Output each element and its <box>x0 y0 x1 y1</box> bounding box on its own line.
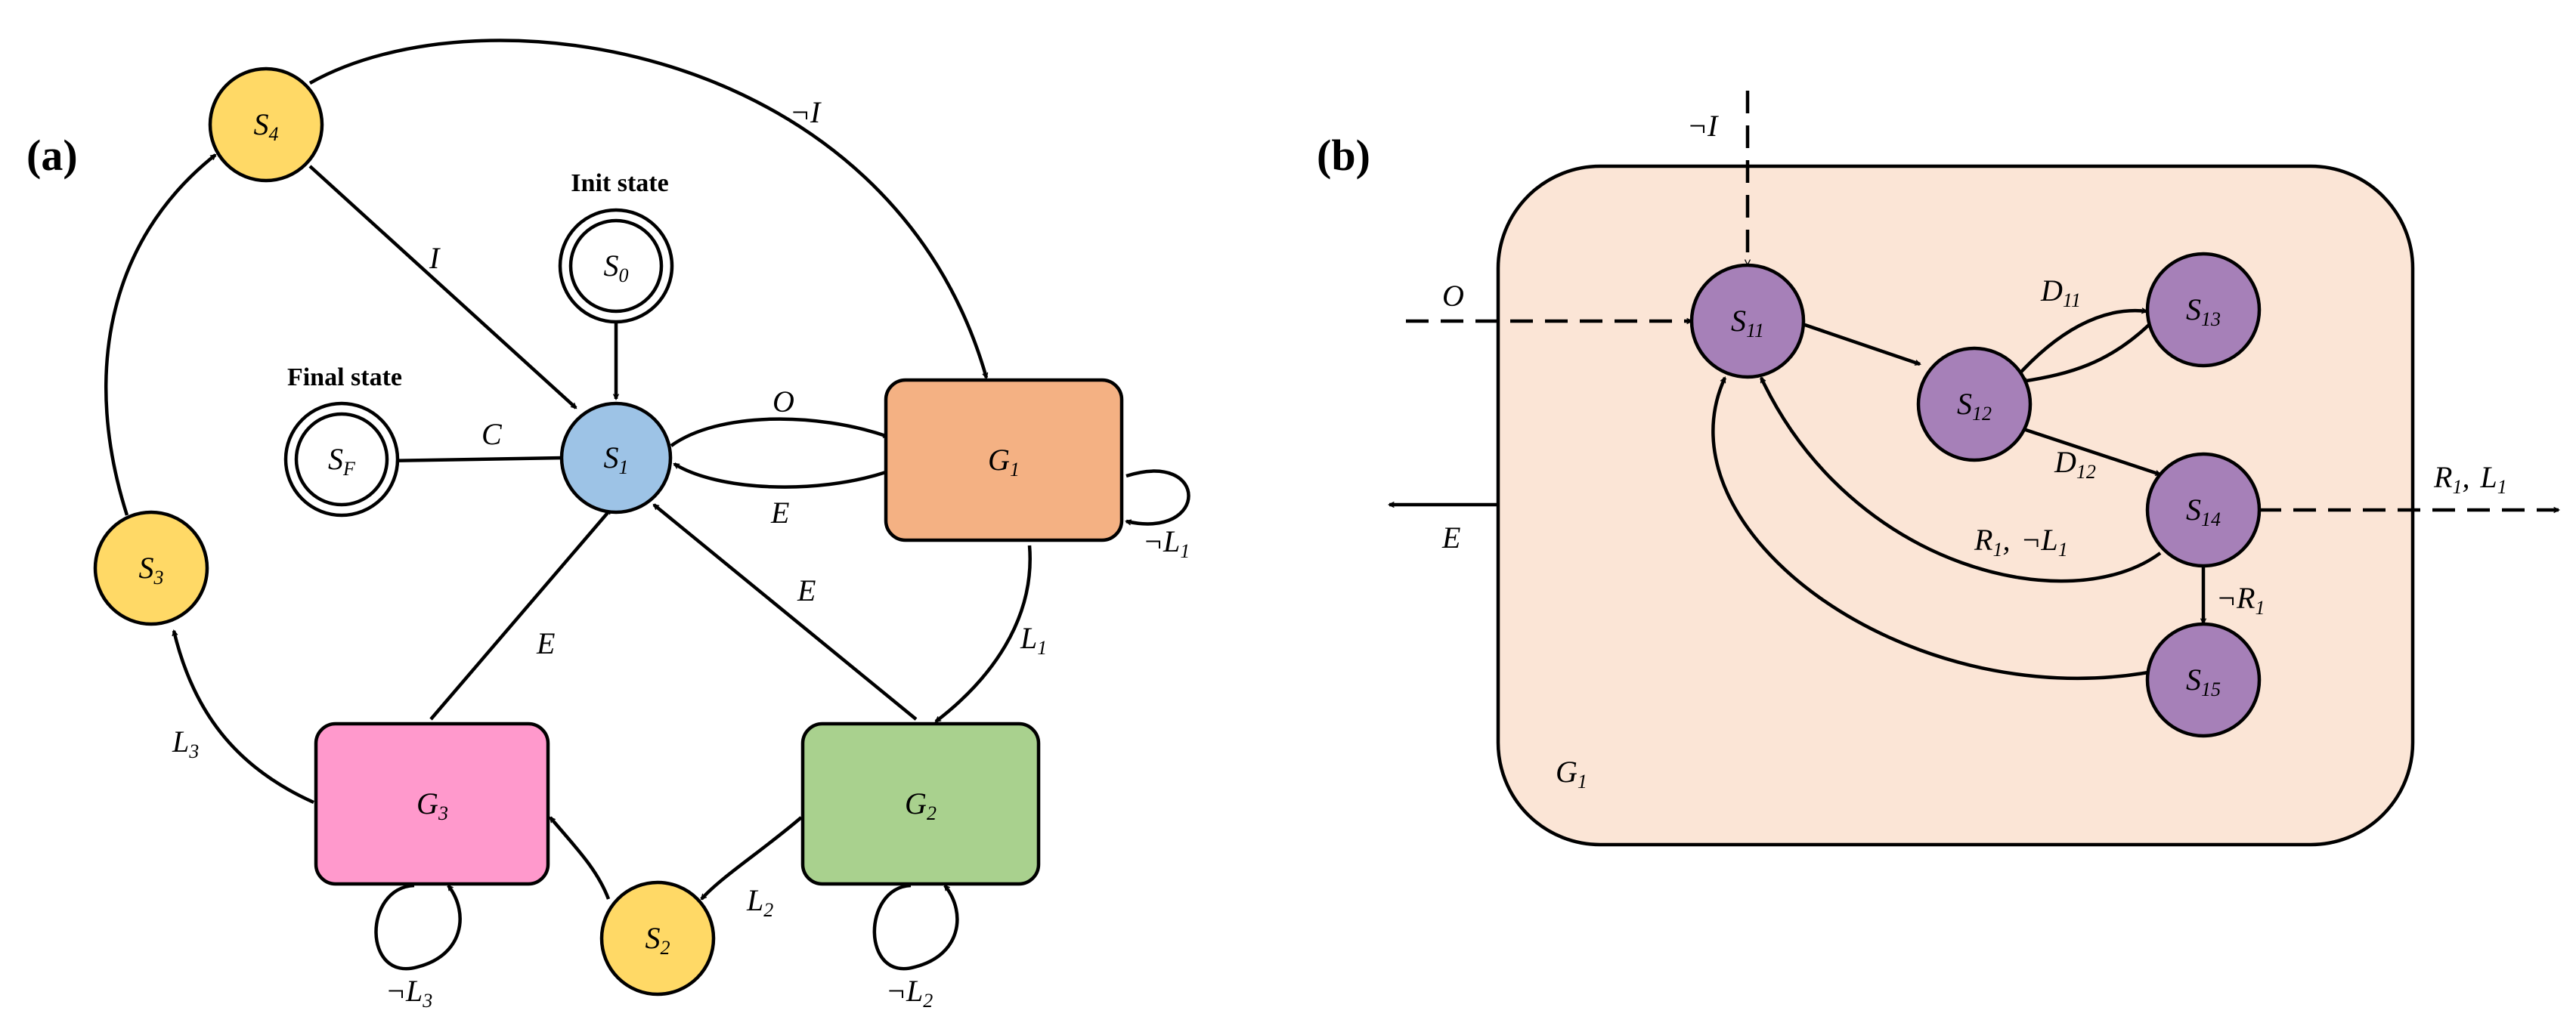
edge-g1-loop <box>1125 469 1190 526</box>
s14-label: S14 <box>2186 493 2221 530</box>
edge-label-e-g2: E <box>797 573 816 607</box>
panel-b-label: (b) <box>1317 131 1370 180</box>
edge-g2-loop <box>872 883 959 971</box>
edge-label-o: O <box>772 385 794 419</box>
edge-s11-to-s12 <box>1800 321 1921 366</box>
container-g1-label: G1 <box>1556 755 1587 793</box>
edge-s4-to-g1 <box>308 39 989 379</box>
edge-s13-to-s12 <box>2020 323 2150 385</box>
edge-s3-to-s4 <box>104 153 217 516</box>
group-g1-container <box>1496 164 2415 847</box>
edge-label-not-i: ¬I <box>790 95 822 129</box>
edge-label-not-l1: ¬L1 <box>1143 524 1190 562</box>
edge-g2-to-s1 <box>652 503 918 721</box>
edge-label-r1-l1-out: R1,L1 <box>2433 460 2507 498</box>
edge-g1-to-s1 <box>673 462 887 489</box>
g2-label: G2 <box>905 786 937 824</box>
edge-g2-to-s2 <box>700 816 803 901</box>
edge-label-not-i-b: ¬I <box>1687 109 1719 143</box>
edge-label-e-g1: E <box>770 496 789 530</box>
s11-label: S11 <box>1731 304 1764 341</box>
edge-s1-to-sf <box>379 456 564 464</box>
state-s15-node <box>2145 622 2262 738</box>
edge-label-e-g3: E <box>536 626 555 660</box>
panel-a: (a) S4 S3 <box>26 39 1190 1012</box>
edge-label-not-l2: ¬L2 <box>886 974 933 1012</box>
edge-s1-to-g1 <box>670 417 890 447</box>
edge-s14-to-s11 <box>1759 376 2162 583</box>
state-sf-final <box>283 401 400 518</box>
edge-label-o-b: O <box>1442 279 1464 313</box>
state-s14-node <box>2145 452 2262 568</box>
edge-label-l2: L2 <box>746 883 773 921</box>
edge-label-l3: L3 <box>172 725 199 762</box>
state-s13-node <box>2145 252 2262 368</box>
edge-label-r1-not-l1: R1,¬L1 <box>1974 523 2068 561</box>
state-s1-node <box>559 401 673 514</box>
edge-label-d11: D11 <box>2040 273 2081 311</box>
edge-s12-to-s14 <box>2016 425 2162 477</box>
state-s3-node <box>93 510 209 626</box>
s0-label: S0 <box>604 249 629 286</box>
sf-label: SF <box>328 442 356 480</box>
g3-label: G3 <box>416 786 448 824</box>
state-s11-node <box>1689 263 1806 379</box>
edge-label-not-r1: ¬R1 <box>2216 581 2265 619</box>
s3-label: S3 <box>139 551 164 589</box>
edge-label-not-l3: ¬L3 <box>385 974 432 1012</box>
init-state-caption: Init state <box>571 169 668 197</box>
panel-b: (b) G1 S11 S12 S13 S14 S15 ¬I O E D11 D1 <box>1317 91 2561 847</box>
final-state-caption: Final state <box>287 363 402 391</box>
edge-s2-to-g3 <box>549 816 611 900</box>
group-g3-box <box>314 722 550 886</box>
edge-label-l1: L1 <box>1020 621 1047 659</box>
edge-label-c: C <box>481 417 503 451</box>
s13-label: S13 <box>2186 292 2221 330</box>
state-s2-node <box>599 880 716 997</box>
s15-label: S15 <box>2186 663 2221 700</box>
s1-label: S1 <box>604 440 629 478</box>
s4-label: S4 <box>254 107 279 145</box>
s12-label: S12 <box>1957 387 1992 425</box>
group-g2-box <box>800 722 1041 886</box>
g1-label: G1 <box>988 443 1020 481</box>
edge-s4-to-s1 <box>308 165 577 409</box>
edge-label-e-b: E <box>1441 521 1460 555</box>
edge-g1-to-g2 <box>934 545 1032 723</box>
edge-g3-to-s3 <box>172 629 314 805</box>
s2-label: S2 <box>646 921 670 959</box>
edge-s12-to-s13 <box>2013 307 2149 381</box>
edge-label-i: I <box>429 241 441 275</box>
edge-g3-loop <box>374 883 462 971</box>
panel-a-label: (a) <box>26 131 78 180</box>
edge-label-d12: D12 <box>2054 445 2096 483</box>
group-g1-box <box>884 378 1124 542</box>
state-s0-init <box>558 208 674 324</box>
state-s12-node <box>1916 346 2033 462</box>
state-s4-node <box>208 66 324 183</box>
edge-s15-to-s11 <box>1711 376 2149 681</box>
edge-g3-to-s1 <box>429 508 612 721</box>
